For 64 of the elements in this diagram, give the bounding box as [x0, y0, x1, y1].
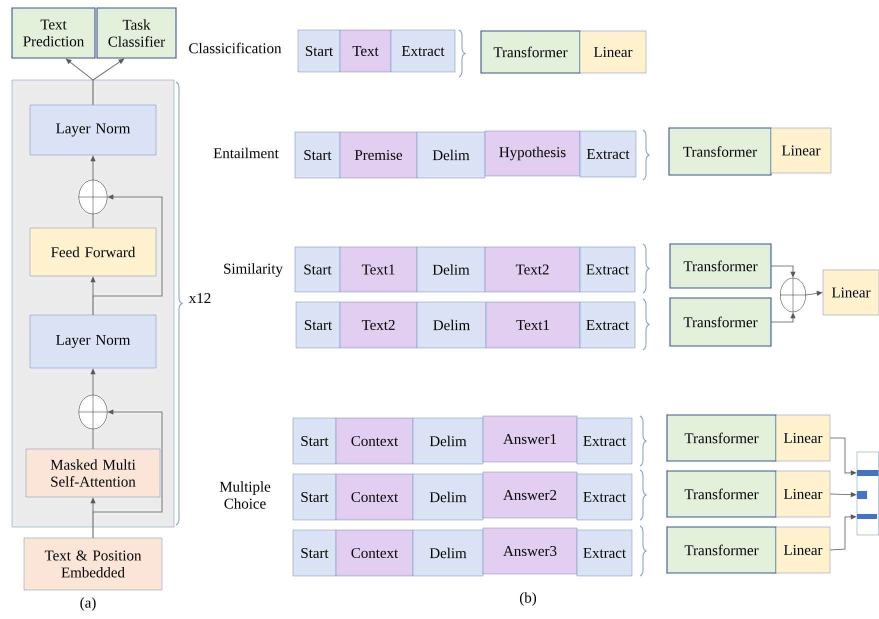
token-box: Context: [336, 530, 414, 576]
transformer-box: Transformer: [669, 297, 772, 347]
row-label: Classicification: [189, 42, 282, 54]
panel-label: (b): [520, 592, 536, 606]
transformer-box: Transformer: [666, 414, 777, 462]
token-box: Extract: [390, 30, 456, 72]
transformer-box: Transformer: [668, 127, 772, 176]
token-box: Extract: [576, 474, 632, 520]
token-box: Text2: [484, 246, 580, 292]
token-box: Start: [292, 530, 336, 576]
linear-box: Linear: [776, 470, 830, 518]
token-box: Answer1: [482, 416, 578, 462]
token-box: Extract: [580, 302, 636, 348]
linear-box: Linear: [770, 128, 832, 174]
token-box: Start: [294, 132, 340, 178]
token-box: Extract: [580, 130, 636, 178]
token-box: Delim: [412, 530, 484, 576]
linear-box: Linear: [776, 414, 830, 462]
token-box: Delim: [416, 246, 486, 292]
token-box: Context: [336, 418, 414, 464]
transformer-box: Transformer: [666, 526, 777, 574]
linear-box: Linear: [580, 30, 646, 74]
token-box: Start: [294, 246, 340, 292]
embedding-box: Text & Position Embedded: [24, 538, 162, 590]
token-box: Context: [336, 474, 414, 520]
token-box: Delim: [416, 302, 486, 348]
row-label: Entailment: [214, 148, 279, 158]
token-box: Extract: [580, 246, 636, 292]
token-box: Hypothesis: [484, 130, 580, 176]
token-box: Start: [296, 302, 340, 348]
transformer-box: Transformer: [669, 243, 772, 289]
token-box: Start: [292, 418, 336, 464]
add-circle: [780, 278, 806, 312]
layer-norm-box: Layer Norm: [30, 104, 156, 156]
arrow: [92, 58, 124, 106]
token-box: Answer3: [482, 528, 578, 574]
add-circle: [78, 180, 108, 214]
row-label: Multiple Choice: [220, 481, 270, 509]
add-circle: [78, 394, 108, 430]
token-box: Start: [298, 30, 340, 72]
output-box: [856, 452, 879, 536]
transformer-box: Transformer: [480, 30, 581, 74]
token-box: Answer2: [482, 472, 578, 518]
linear-box: Linear: [776, 526, 830, 574]
token-box: Text1: [340, 246, 418, 292]
token-box: Text2: [340, 302, 418, 348]
token-box: Delim: [416, 132, 486, 178]
repeat-label: x12: [188, 293, 210, 303]
token-box: Text: [340, 30, 392, 72]
token-box: Text1: [486, 302, 580, 348]
row-label: Similarity: [224, 263, 283, 277]
token-box: Delim: [412, 418, 484, 464]
layer-norm-box: Layer Norm: [30, 314, 156, 368]
feed-forward-box: Feed Forward: [30, 228, 156, 276]
output-head-box: Task Classifier: [96, 7, 177, 59]
token-box: Extract: [576, 530, 632, 576]
transformer-box: Transformer: [666, 470, 777, 518]
token-box: Start: [292, 474, 336, 520]
attention-box: Masked Multi Self-Attention: [26, 448, 160, 498]
token-box: Premise: [340, 132, 418, 178]
linear-box: Linear: [822, 270, 879, 316]
output-head-box: Text Prediction: [11, 7, 96, 59]
token-box: Extract: [576, 418, 632, 464]
token-box: Delim: [412, 474, 484, 520]
